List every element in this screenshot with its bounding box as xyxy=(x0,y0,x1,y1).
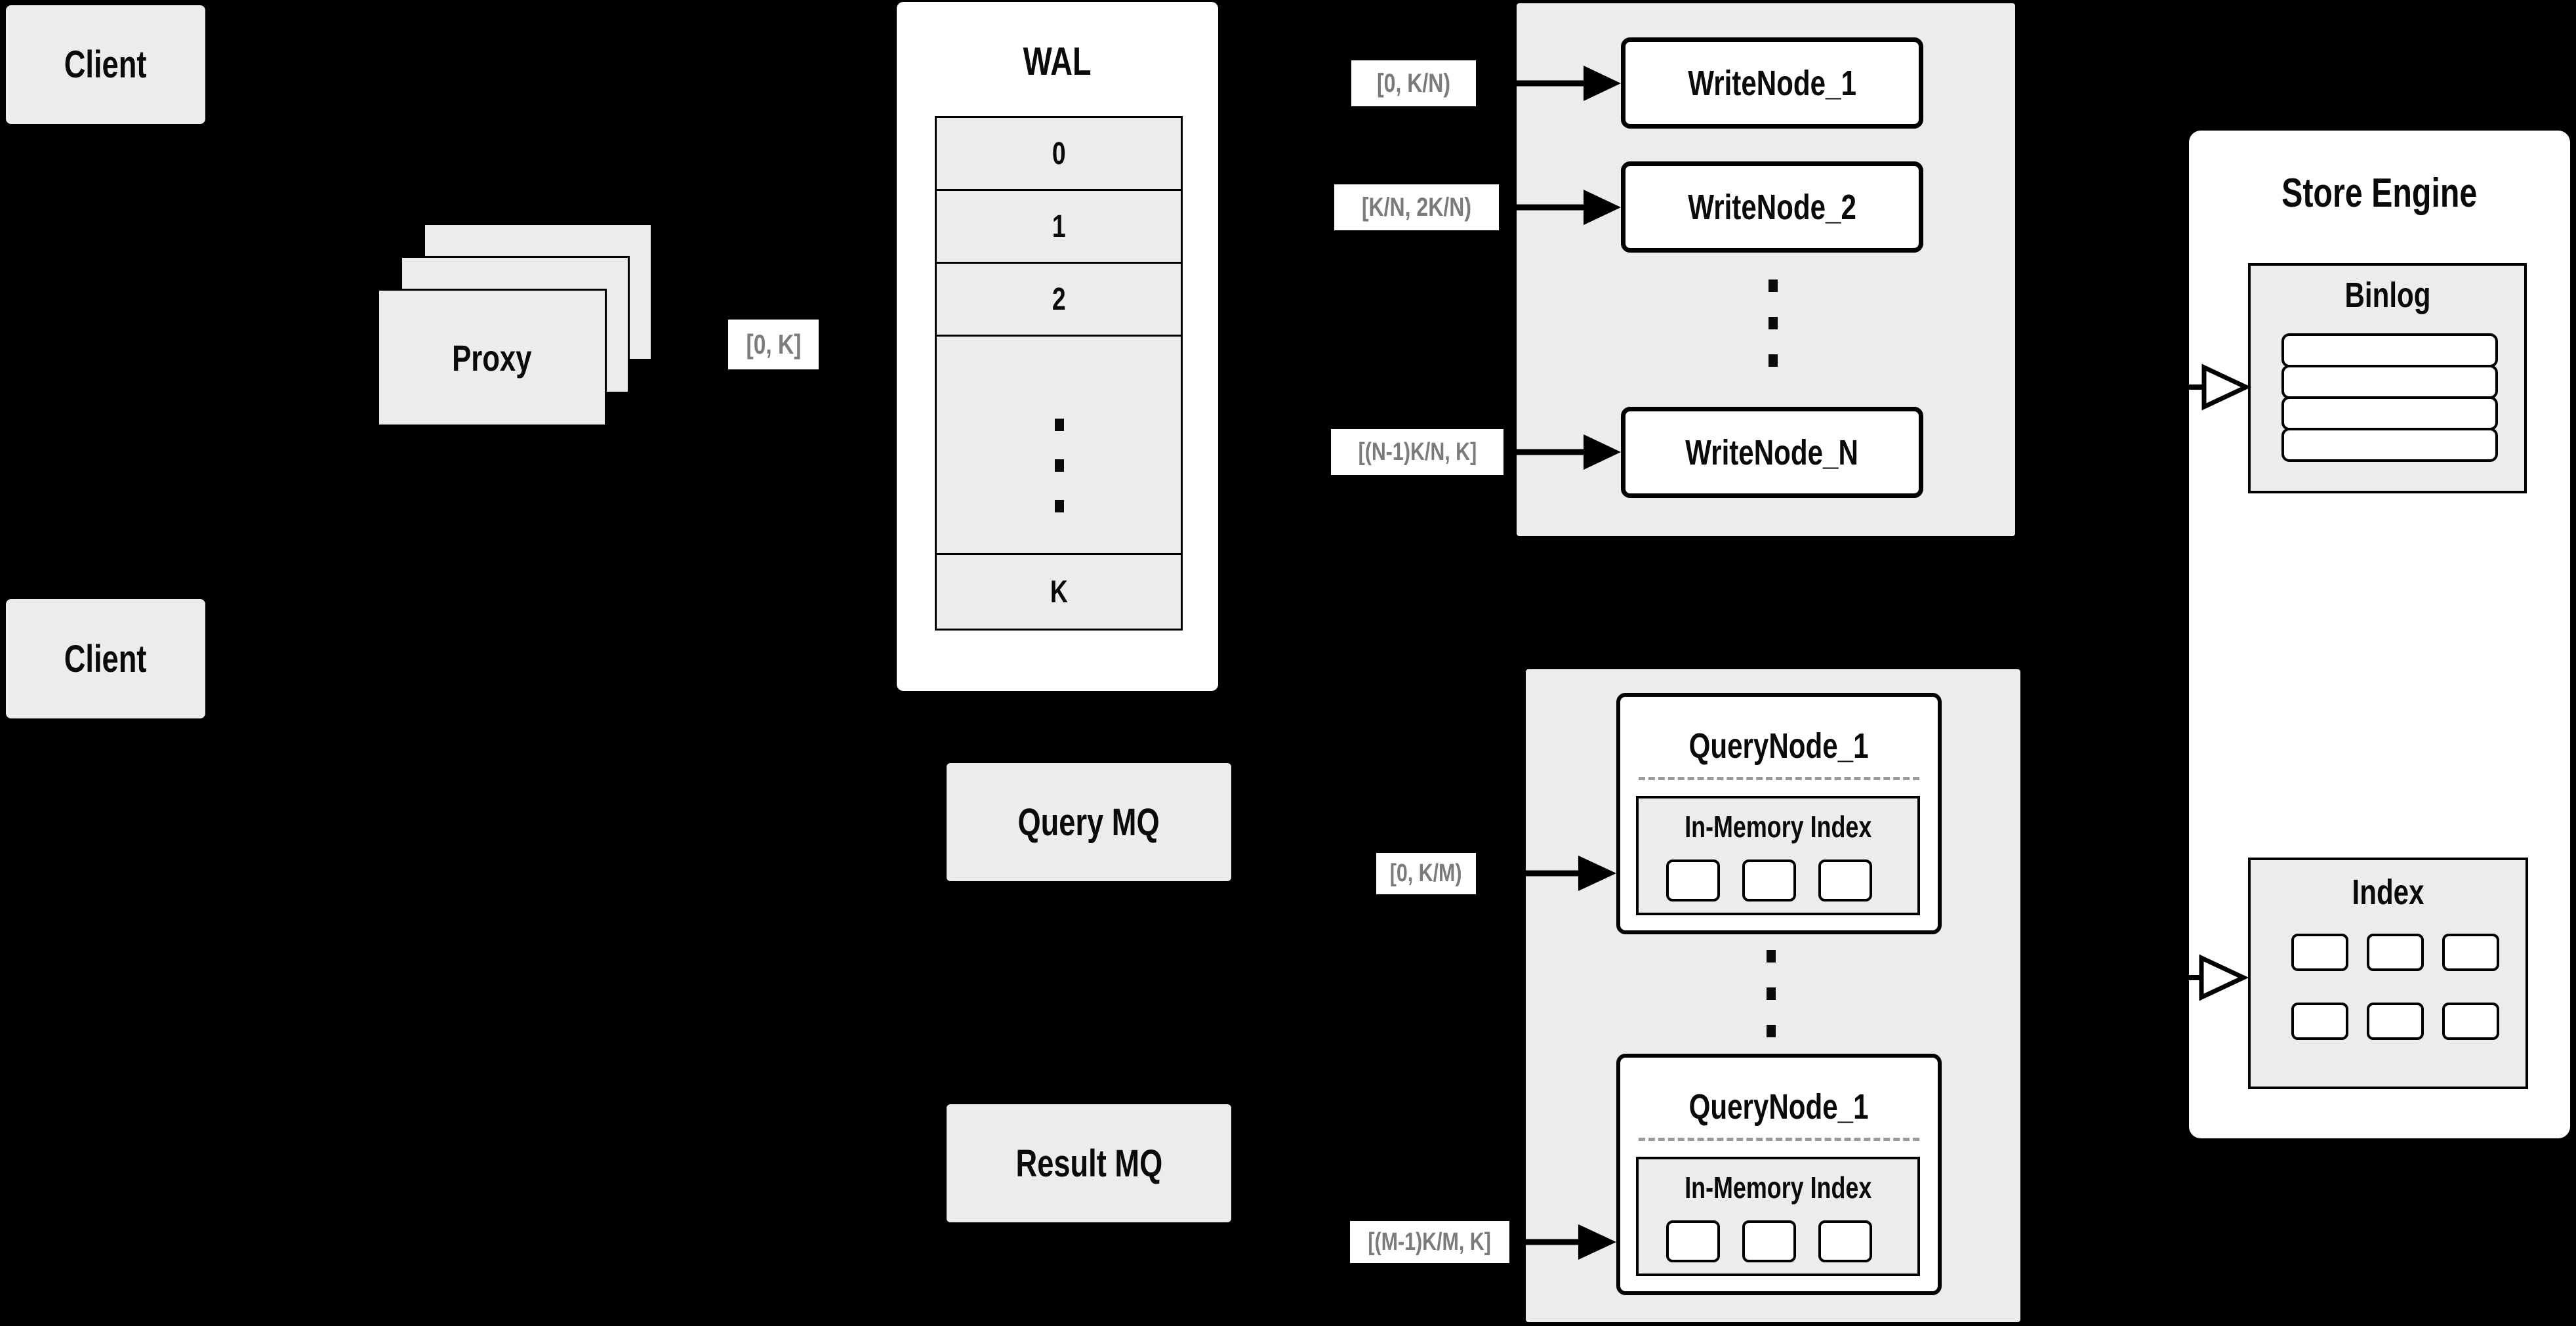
in-memory-index-1: In-Memory Index xyxy=(1636,796,1920,915)
store-engine-panel: Store Engine Binlog Index xyxy=(2189,131,2570,1138)
query-mq-node: Query MQ xyxy=(947,763,1231,881)
proxy-label: Proxy xyxy=(452,337,532,379)
segment-chip xyxy=(1666,1220,1720,1262)
wal-row-2: 2 xyxy=(937,262,1181,335)
ellipsis-dot xyxy=(1768,317,1778,329)
in-memory-index-2: In-Memory Index xyxy=(1636,1157,1920,1276)
query-node-2-divider xyxy=(1639,1138,1919,1141)
query-node-2-title: QueryNode_1 xyxy=(1689,1087,1869,1127)
ellipsis-dot xyxy=(1055,500,1064,512)
proxy-node: Proxy xyxy=(377,289,607,426)
range-label-query2: [(M-1)K/M, K] xyxy=(1350,1221,1509,1263)
in-memory-index-2-title: In-Memory Index xyxy=(1684,1171,1872,1205)
range-label-query1: [0, K/M) xyxy=(1376,853,1476,894)
wal-row-ellipsis xyxy=(937,335,1181,553)
binlog-box: Binlog xyxy=(2248,263,2527,493)
store-engine-title: Store Engine xyxy=(2281,170,2478,216)
write-node-n: WriteNode_N xyxy=(1621,407,1923,498)
wal-title: WAL xyxy=(1023,39,1092,83)
write-node-1: WriteNode_1 xyxy=(1621,37,1923,129)
ellipsis-dot xyxy=(1767,987,1776,1000)
query-node-2: QueryNode_1 In-Memory Index xyxy=(1616,1054,1942,1295)
wal-row-0: 0 xyxy=(1052,136,1066,171)
ellipsis-dot xyxy=(1055,459,1064,472)
binlog-row xyxy=(2281,365,2498,399)
range-label-write2: [K/N, 2K/N) xyxy=(1334,184,1499,230)
index-title: Index xyxy=(2352,873,2424,912)
wal-segment-table: 0 1 2 K xyxy=(935,116,1183,631)
query-node-1-title: QueryNode_1 xyxy=(1689,726,1869,766)
segment-chip xyxy=(1818,1220,1872,1262)
range-label-writeN: [(N-1)K/N, K] xyxy=(1331,429,1503,475)
in-memory-index-1-title: In-Memory Index xyxy=(1684,810,1872,844)
range-label-proxy-out: [0, K] xyxy=(728,320,819,369)
index-box: Index xyxy=(2248,858,2528,1089)
binlog-title: Binlog xyxy=(2344,276,2431,315)
wal-row-1: 1 xyxy=(937,189,1181,262)
ellipsis-dot xyxy=(1768,354,1778,367)
segment-chip xyxy=(1818,860,1872,901)
index-chip xyxy=(2442,934,2499,971)
range-label-write1: [0, K/N) xyxy=(1351,60,1476,106)
index-chip xyxy=(2367,934,2424,971)
result-mq-node: Result MQ xyxy=(947,1104,1231,1222)
client-node-bottom: Client xyxy=(6,599,205,718)
write-node-2: WriteNode_2 xyxy=(1621,161,1923,253)
index-chip xyxy=(2442,1003,2499,1040)
binlog-row xyxy=(2281,333,2498,367)
index-chip xyxy=(2367,1003,2424,1040)
query-node-1-divider xyxy=(1639,777,1919,780)
binlog-row xyxy=(2281,428,2498,462)
query-node-1: QueryNode_1 In-Memory Index xyxy=(1616,693,1942,934)
segment-chip xyxy=(1742,1220,1796,1262)
client-top-label: Client xyxy=(64,43,147,86)
wal-row-k: K xyxy=(937,553,1181,629)
wal-panel: WAL 0 1 2 K xyxy=(897,2,1218,691)
binlog-row xyxy=(2281,396,2498,430)
ellipsis-dot xyxy=(1055,419,1064,431)
client-node-top: Client xyxy=(6,5,205,124)
client-bottom-label: Client xyxy=(64,637,147,680)
binlog-rows xyxy=(2281,333,2498,462)
index-chip xyxy=(2291,934,2348,971)
ellipsis-dot xyxy=(1768,280,1778,292)
index-chip xyxy=(2291,1003,2348,1040)
ellipsis-dot xyxy=(1767,950,1776,963)
segment-chip xyxy=(1666,860,1720,901)
segment-chip xyxy=(1742,860,1796,901)
ellipsis-dot xyxy=(1767,1025,1776,1037)
